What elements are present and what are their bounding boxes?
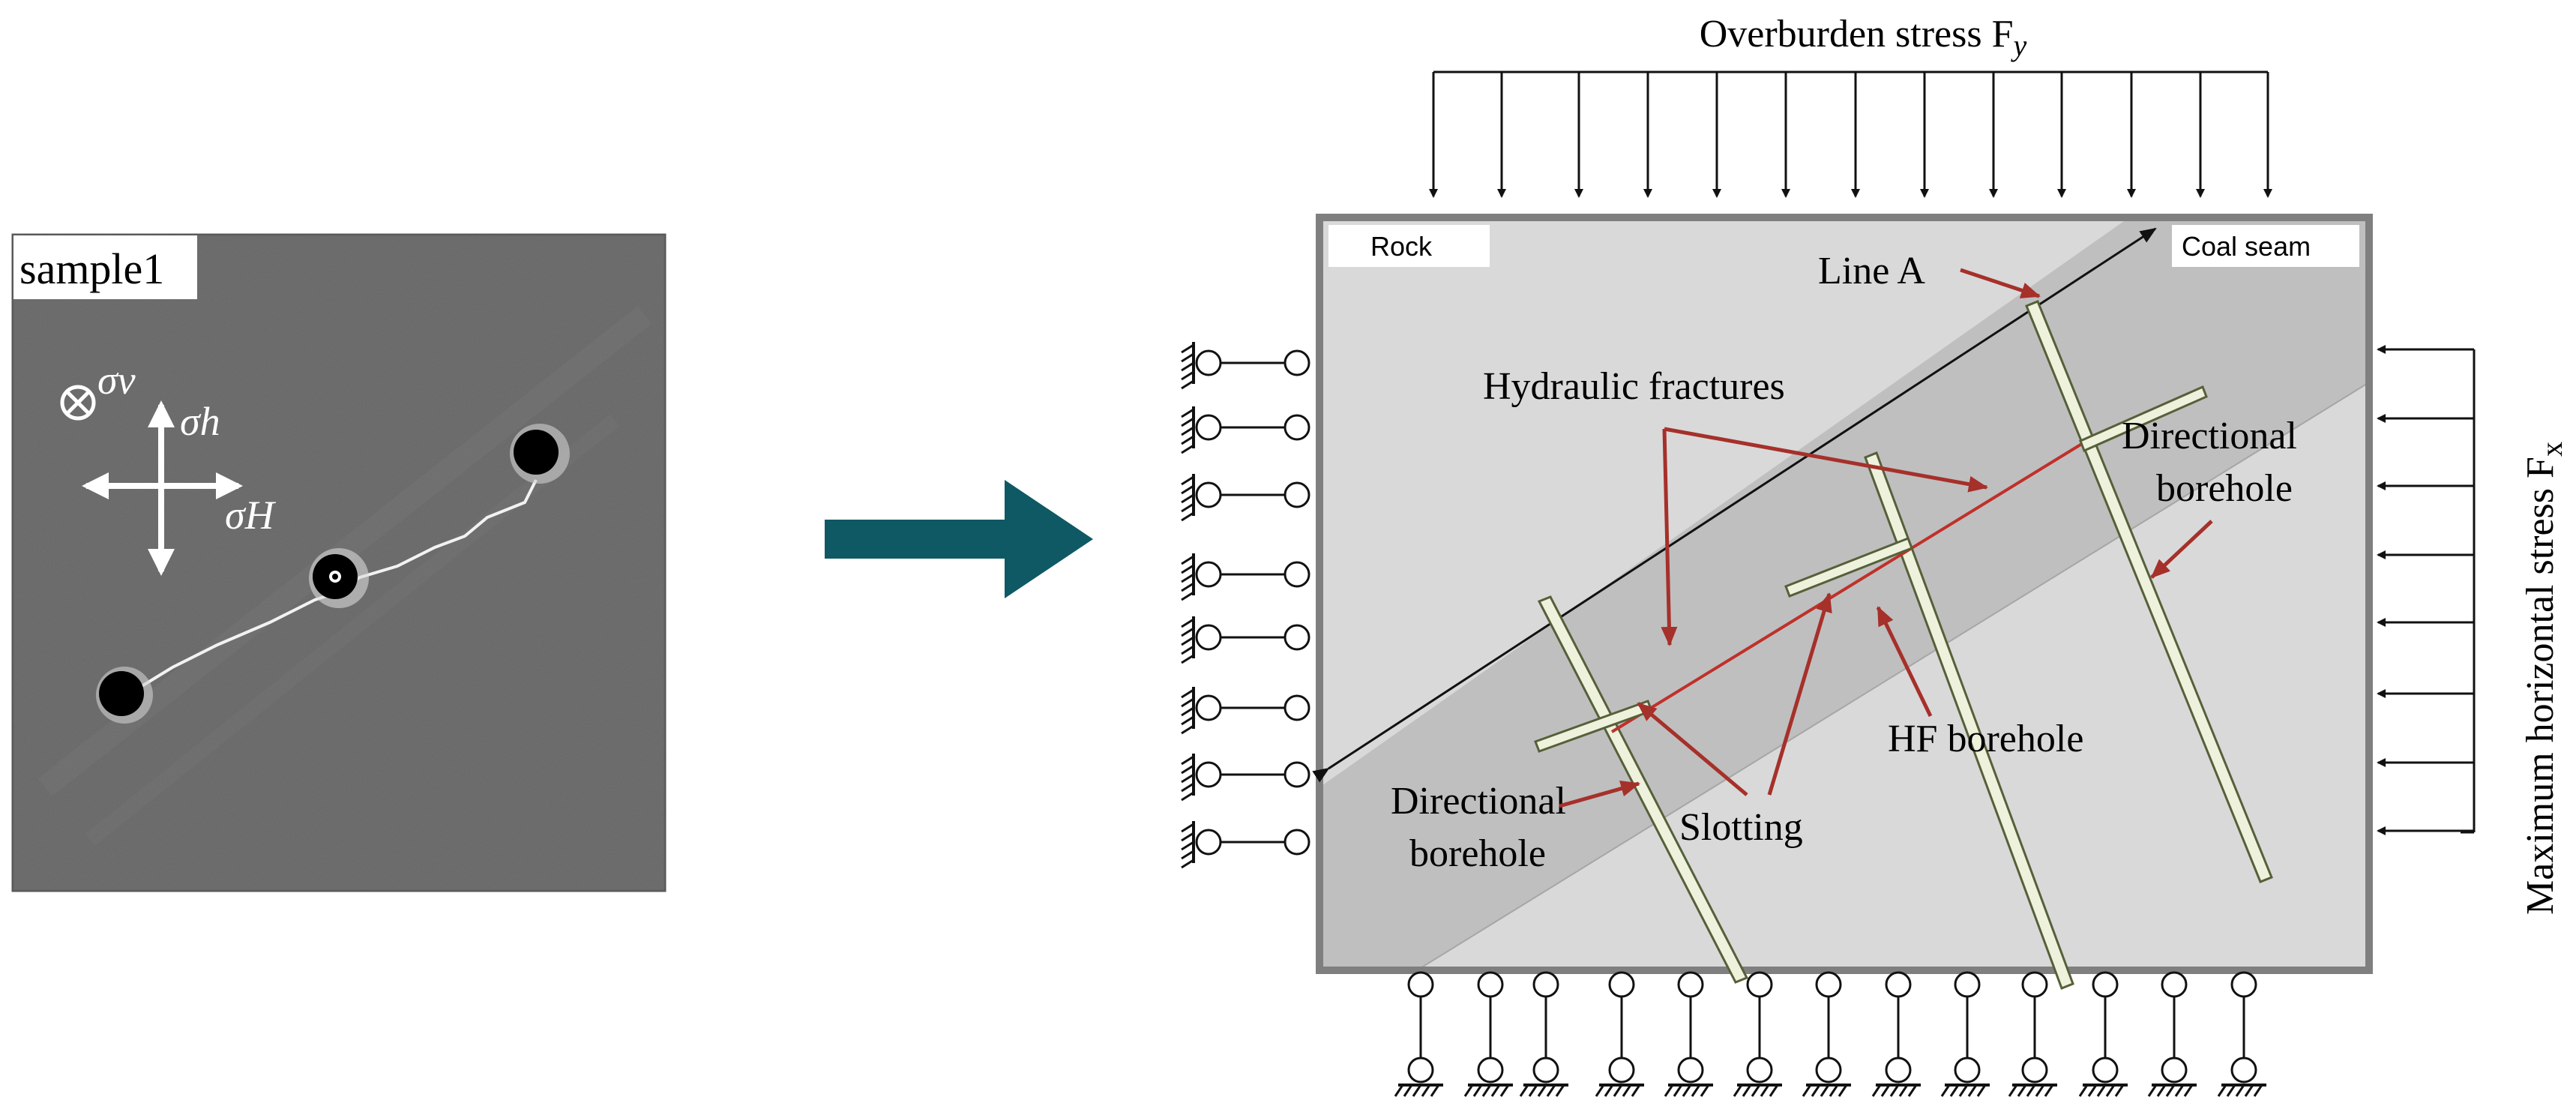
right-load-arrows xyxy=(2377,345,2474,835)
bottom-roller-support-icon xyxy=(2147,971,2197,1097)
top-load xyxy=(1432,70,2269,90)
bottom-roller-support-icon xyxy=(1595,971,1644,1097)
directional-borehole-left-label-1: Directional xyxy=(1391,780,1566,823)
hydraulic-fractures-arrows xyxy=(1661,427,1988,646)
bottom-roller-support-icon xyxy=(1871,971,1921,1097)
left-roller-support-icon xyxy=(1181,821,1310,869)
bottom-roller-support-icon xyxy=(1802,971,1851,1097)
directional-borehole-right-label-1: Directional xyxy=(2122,415,2297,457)
coal-label-bg xyxy=(2172,225,2359,267)
bottom-roller-support-icon xyxy=(1733,971,1782,1097)
left-roller-support-icon xyxy=(1181,474,1310,522)
model: Overburden stress Fy Rock Coal seam Line… xyxy=(1181,13,2569,1097)
top-load-arrows xyxy=(1429,72,2272,198)
left-supports xyxy=(1181,342,1310,869)
hydraulic-fractures-label: Hydraulic fractures xyxy=(1483,365,1785,408)
left-roller-support-icon xyxy=(1181,754,1310,802)
directional-borehole-right-label-2: borehole xyxy=(2156,467,2293,510)
right-load xyxy=(2461,348,2476,834)
transition-arrow xyxy=(825,480,1093,598)
right-load-label: Maximum horizontal stress Fx xyxy=(2519,442,2569,915)
hydraulic-fracture-line xyxy=(1610,441,2086,733)
left-roller-support-icon xyxy=(1181,342,1310,390)
bottom-roller-support-icon xyxy=(2078,971,2128,1097)
bottom-roller-support-icon xyxy=(1664,971,1713,1097)
slot-right xyxy=(2079,385,2208,453)
directional-borehole-left-label-2: borehole xyxy=(1409,832,1546,875)
sigma-h-label: σh xyxy=(180,399,220,444)
hf-borehole xyxy=(1864,451,2074,990)
bottom-supports xyxy=(1394,971,2266,1097)
slotting-arrows xyxy=(1637,592,1832,796)
sigma-v-symbol-icon xyxy=(60,385,96,421)
rock-label: Rock xyxy=(1370,231,1433,262)
coal-label: Coal seam xyxy=(2182,231,2311,262)
top-load-label: Overburden stress Fy xyxy=(1700,13,2027,62)
left-roller-support-icon xyxy=(1181,553,1310,601)
sample-image: sample1 σv σh σH xyxy=(11,233,666,892)
bottom-roller-support-icon xyxy=(2217,971,2266,1097)
sample-label-bg xyxy=(13,235,197,299)
sigma-H-label: σH xyxy=(225,493,277,538)
bottom-roller-support-icon xyxy=(1940,971,1990,1097)
directional-borehole-left xyxy=(1537,595,1749,984)
bottom-roller-support-icon xyxy=(1394,971,1443,1097)
sample-borehole-right xyxy=(514,430,559,475)
slot-center xyxy=(1784,537,1913,598)
sample-stress-cross xyxy=(82,400,243,576)
line-a xyxy=(1312,227,2157,783)
slotting-label: Slotting xyxy=(1679,806,1803,849)
sigma-v-label: σv xyxy=(97,358,136,403)
slots xyxy=(1534,385,2208,753)
sample-label: sample1 xyxy=(19,244,164,293)
hf-borehole-label: HF borehole xyxy=(1888,718,2083,760)
left-roller-support-icon xyxy=(1181,687,1310,735)
line-a-label: Line A xyxy=(1818,250,1925,292)
left-roller-support-icon xyxy=(1181,616,1310,664)
bottom-roller-support-icon xyxy=(1519,971,1568,1097)
left-roller-support-icon xyxy=(1181,406,1310,454)
bottom-roller-support-icon xyxy=(1463,971,1513,1097)
sample-borehole-left xyxy=(99,671,144,716)
bottom-roller-support-icon xyxy=(2008,971,2057,1097)
